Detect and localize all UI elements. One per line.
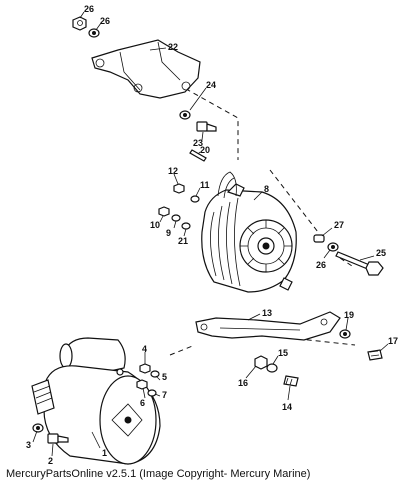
callout-22: 22 [168, 42, 178, 52]
callout-1: 1 [102, 448, 107, 458]
callout-26-right: 26 [316, 260, 326, 270]
callout-14: 14 [282, 402, 292, 412]
callout-26-washer: 26 [100, 16, 110, 26]
callout-5: 5 [162, 372, 167, 382]
washer-11 [190, 195, 200, 203]
callout-19: 19 [344, 310, 354, 320]
callout-2: 2 [48, 456, 53, 466]
starter-motor [31, 337, 161, 465]
nut-6 [136, 379, 148, 390]
callout-27: 27 [334, 220, 344, 230]
bolt-23 [196, 121, 217, 132]
alternator [201, 171, 297, 293]
washer-15 [266, 363, 278, 373]
sleeve-27 [313, 234, 325, 243]
washer-21 [181, 222, 191, 230]
callout-20: 20 [200, 145, 210, 155]
bolt-2 [47, 433, 69, 444]
callout-23: 23 [193, 138, 203, 148]
callout-9: 9 [166, 228, 171, 238]
callout-13: 13 [262, 308, 272, 318]
callout-4: 4 [142, 344, 147, 354]
washer-3 [32, 423, 44, 433]
washer-top [88, 28, 100, 38]
callout-26-top: 26 [84, 4, 94, 14]
callout-12: 12 [168, 166, 178, 176]
nut-top [72, 16, 87, 31]
image-caption: MercuryPartsOnline v2.5.1 (Image Copyrig… [6, 468, 311, 480]
nut-12 [173, 183, 185, 194]
adjusting-bracket [195, 311, 341, 341]
callout-3: 3 [26, 440, 31, 450]
callout-10: 10 [150, 220, 160, 230]
nut-4 [139, 363, 151, 374]
callout-11: 11 [200, 180, 210, 190]
callout-17: 17 [388, 336, 398, 346]
nut-16 [254, 355, 268, 370]
callout-7: 7 [162, 390, 167, 400]
washer-7 [147, 389, 157, 397]
bolt-25 [335, 251, 384, 276]
washer-5 [150, 370, 160, 378]
washer-24 [179, 110, 191, 120]
washer-right [327, 242, 339, 252]
callout-15: 15 [278, 348, 288, 358]
nut-10 [158, 206, 170, 217]
washer-19 [339, 329, 351, 339]
spacer-20 [189, 149, 207, 162]
bolt-17 [367, 349, 383, 361]
callout-6: 6 [140, 398, 145, 408]
callout-8: 8 [264, 184, 269, 194]
callout-25: 25 [376, 248, 386, 258]
mounting-bracket [91, 39, 201, 99]
callout-21: 21 [178, 236, 188, 246]
leader-lines [32, 11, 389, 457]
callout-24: 24 [206, 80, 216, 90]
callout-16: 16 [238, 378, 248, 388]
bolt-14 [283, 375, 299, 387]
washer-9 [171, 214, 181, 222]
